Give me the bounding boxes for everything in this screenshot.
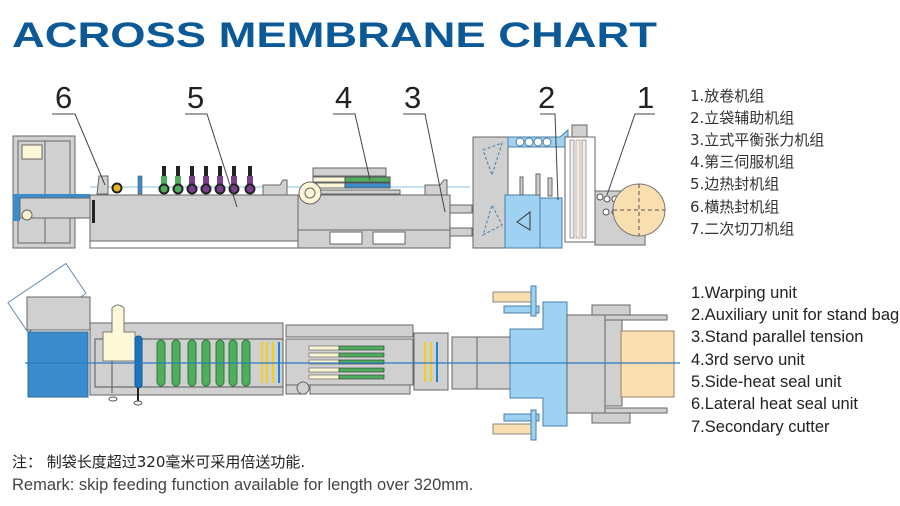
sealer-stem xyxy=(204,166,208,180)
callout-6: 6 xyxy=(55,80,72,115)
heat-seal-body xyxy=(89,194,299,249)
plate-light xyxy=(308,352,340,358)
sealer-roller xyxy=(214,183,226,195)
sealer-stem xyxy=(218,166,222,180)
sealer-body xyxy=(231,176,237,186)
legend-cn-item: 4.第三伺服机组 xyxy=(690,153,794,171)
sealer-stem xyxy=(190,166,194,180)
sealer-body xyxy=(189,176,195,186)
sealer-body xyxy=(247,176,253,186)
plate-green xyxy=(338,374,385,380)
legend-en-item: 7.Secondary cutter xyxy=(691,418,830,436)
legend-en-item: 6.Lateral heat seal unit xyxy=(691,395,858,413)
sealer-roller xyxy=(200,183,212,195)
plate-green xyxy=(338,367,385,373)
callout-5: 5 xyxy=(187,80,204,115)
legend-en-item: 2.Auxiliary unit for stand bag xyxy=(691,306,899,324)
legend-en-item: 5.Side-heat seal unit xyxy=(691,373,842,391)
tension-frame xyxy=(472,136,509,249)
remark-en: Remark: skip feeding function available … xyxy=(12,476,473,494)
side-view xyxy=(12,124,666,249)
plate-light xyxy=(308,367,340,373)
legend-cn-item: 6.横热封机组 xyxy=(690,198,779,216)
sealer-stem xyxy=(162,166,166,180)
legend-cn-item: 2.立袋辅助机组 xyxy=(690,109,794,127)
sealer-body xyxy=(203,176,209,186)
top-view xyxy=(7,262,680,441)
sealer-body xyxy=(175,176,181,186)
sealer-roller xyxy=(158,183,170,195)
legend-en-item: 1.Warping unit xyxy=(691,284,797,302)
sealer-roller xyxy=(186,183,198,195)
callout-3: 3 xyxy=(404,80,421,115)
legend-cn-item: 3.立式平衡张力机组 xyxy=(690,131,824,149)
sealer-stem xyxy=(232,166,236,180)
sealer-roller xyxy=(172,183,184,195)
note-cn: 注： 制袋长度超过320毫米可采用倍送功能. xyxy=(12,453,305,471)
plate-green xyxy=(338,352,385,358)
cabinet xyxy=(12,135,91,249)
legend-cn-item: 5.边热封机组 xyxy=(690,175,779,193)
callout-4: 4 xyxy=(335,80,352,115)
sealer-body xyxy=(217,176,223,186)
plate-light xyxy=(308,374,340,380)
callouts: 6 5 4 3 2 1 xyxy=(52,80,655,213)
page-title: ACROSS MEMBRANE CHART xyxy=(12,16,657,55)
stand-bag-unit xyxy=(504,194,541,249)
sealer-stem xyxy=(248,166,252,180)
sealer-body xyxy=(161,176,167,186)
plate-green xyxy=(338,345,385,351)
sealer-roller xyxy=(244,183,256,195)
legend-cn-item: 1.放卷机组 xyxy=(690,87,764,105)
plate-green xyxy=(338,359,385,365)
callout-2: 2 xyxy=(538,80,555,115)
legend-cn-item: 7.二次切刀机组 xyxy=(690,220,794,238)
legend-en-item: 3.Stand parallel tension xyxy=(691,328,863,346)
callout-1: 1 xyxy=(637,80,654,115)
legend-en: 1.Warping unit 2.Auxiliary unit for stan… xyxy=(691,284,899,436)
legend-en-item: 4.3rd servo unit xyxy=(691,351,805,369)
plate-light xyxy=(308,345,340,351)
sealer-stem xyxy=(176,166,180,180)
legend-cn: 1.放卷机组 2.立袋辅助机组 3.立式平衡张力机组 4.第三伺服机组 5.边热… xyxy=(690,87,824,238)
